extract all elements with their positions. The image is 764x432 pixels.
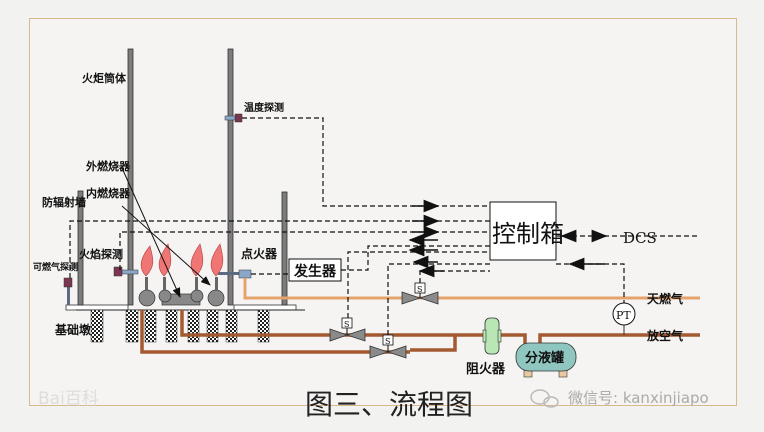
inner-burner-leader <box>121 205 211 286</box>
signal-arrows <box>408 199 608 278</box>
watermark-wechat: 微信号: kanxinjiapo <box>568 389 709 407</box>
label-natural-gas: 天燃气 <box>647 291 683 306</box>
wechat-icon <box>530 389 559 408</box>
label-igniter: 点火器 <box>241 246 278 261</box>
temperature-probe <box>224 113 243 123</box>
igniter <box>218 269 252 279</box>
label-knockout-drum: 分液罐 <box>525 350 564 366</box>
flame-probe <box>113 266 139 277</box>
label-flare-stack: 火炬筒体 <box>82 71 127 85</box>
flame-arrester <box>482 317 502 355</box>
natural-gas-pipe <box>243 278 700 300</box>
radiation-wall <box>77 190 84 306</box>
label-radiation-wall: 防辐射墙 <box>42 195 86 209</box>
label-vent-gas: 放空气 <box>646 328 683 343</box>
diagram-title: 图三、流程图 <box>305 388 473 421</box>
label-foundation: 基础墩 <box>54 322 92 337</box>
foundation-slab <box>65 304 305 311</box>
label-pt: PT <box>616 309 631 322</box>
solenoid-label-2: S <box>344 320 349 329</box>
valve-vent-2 <box>369 334 407 359</box>
flare-stack-right <box>227 48 234 306</box>
solenoid-label-3: S <box>385 337 390 346</box>
label-flame-probe: 火焰探测 <box>79 247 123 261</box>
label-generator: 发生器 <box>293 263 337 280</box>
flare-stack-left <box>127 48 134 306</box>
label-dcs: DCS <box>623 229 657 247</box>
flames <box>140 243 224 277</box>
valve-vent-1 <box>329 317 366 342</box>
foundation-piers <box>90 309 270 343</box>
solenoid-label-1: S <box>417 285 422 294</box>
label-control-box: 控制箱 <box>492 220 564 248</box>
combustible-gas-probe <box>63 277 73 305</box>
knockout-drum <box>515 342 577 378</box>
signal-lines <box>69 117 700 335</box>
outer-post <box>281 191 288 306</box>
vent-gas-pipe <box>140 310 700 354</box>
label-inner-burner: 内燃烧器 <box>86 186 131 200</box>
burners <box>138 277 225 307</box>
label-combustible-gas-probe: 可燃气探测 <box>33 261 78 273</box>
label-outer-burner: 外燃烧器 <box>85 159 131 173</box>
label-temperature-probe: 温度探测 <box>244 101 284 114</box>
label-flame-arrester: 阻火器 <box>466 362 506 377</box>
watermark-baidu: Bai百科 <box>38 389 99 409</box>
control-box <box>489 201 557 261</box>
